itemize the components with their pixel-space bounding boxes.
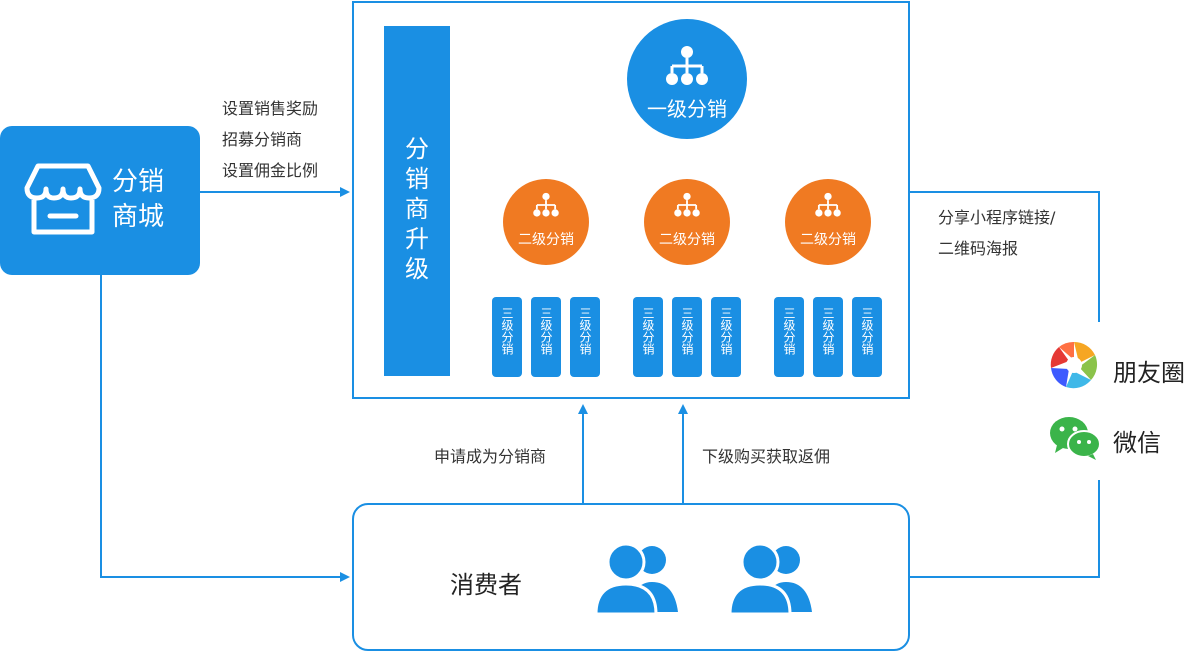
level3-node: 三级分销 bbox=[774, 297, 804, 377]
wechat-label: 微信 bbox=[1113, 429, 1161, 457]
level3-node: 三级分销 bbox=[852, 297, 882, 377]
share-line-bottom bbox=[910, 480, 1100, 578]
level3-label: 三级分销 bbox=[641, 307, 655, 355]
level3-label: 三级分销 bbox=[782, 307, 796, 355]
level2-label: 二级分销 bbox=[518, 232, 574, 248]
level3-node: 三级分销 bbox=[813, 297, 843, 377]
level3-node: 三级分销 bbox=[633, 297, 663, 377]
action-set-reward: 设置销售奖励 bbox=[222, 99, 319, 118]
org-chart-icon bbox=[666, 46, 708, 85]
share-line-top bbox=[910, 191, 1100, 322]
level2-label: 二级分销 bbox=[659, 232, 715, 248]
org-chart-icon bbox=[533, 192, 559, 217]
org-chart-icon bbox=[674, 192, 700, 217]
level3-node: 三级分销 bbox=[492, 297, 522, 377]
store-title: 分销商城 bbox=[112, 167, 165, 232]
level3-node: 三级分销 bbox=[711, 297, 741, 377]
org-chart-icon bbox=[815, 192, 841, 217]
level2-label: 二级分销 bbox=[800, 232, 856, 248]
store-to-consumer-arrow bbox=[100, 275, 350, 582]
level3-label: 三级分销 bbox=[578, 307, 592, 355]
level3-label: 三级分销 bbox=[539, 307, 553, 355]
level3-label: 三级分销 bbox=[500, 307, 514, 355]
upgrade-label-text: 分销商升级 bbox=[405, 135, 429, 283]
share-line-2: 二维码海报 bbox=[938, 239, 1019, 258]
level3-node: 三级分销 bbox=[570, 297, 600, 377]
action-recruit: 招募分销商 bbox=[222, 130, 303, 149]
rebate-label: 下级购买获取返佣 bbox=[702, 447, 831, 466]
consumer-label: 消费者 bbox=[450, 571, 522, 599]
share-line-1: 分享小程序链接/ bbox=[938, 208, 1056, 227]
upgrade-label: 分销商升级 bbox=[384, 134, 450, 284]
level3-label: 三级分销 bbox=[860, 307, 874, 355]
level3-label: 三级分销 bbox=[719, 307, 733, 355]
users-icon bbox=[728, 542, 812, 614]
level1-label: 一级分销 bbox=[647, 97, 727, 121]
store-actions: 设置销售奖励 招募分销商 设置佣金比例 bbox=[222, 93, 318, 186]
moments-icon bbox=[1050, 341, 1098, 389]
action-set-commission: 设置佣金比例 bbox=[222, 161, 319, 180]
wechat-icon bbox=[1050, 417, 1101, 460]
level3-node: 三级分销 bbox=[531, 297, 561, 377]
upgrade-bar bbox=[384, 26, 450, 376]
level3-node: 三级分销 bbox=[672, 297, 702, 377]
apply-label: 申请成为分销商 bbox=[434, 447, 547, 466]
store-icon bbox=[24, 163, 102, 235]
users-icon bbox=[594, 542, 678, 614]
share-text: 分享小程序链接/ 二维码海报 bbox=[938, 202, 1055, 264]
level3-label: 三级分销 bbox=[680, 307, 694, 355]
level3-label: 三级分销 bbox=[821, 307, 835, 355]
moments-label: 朋友圈 bbox=[1113, 359, 1185, 387]
